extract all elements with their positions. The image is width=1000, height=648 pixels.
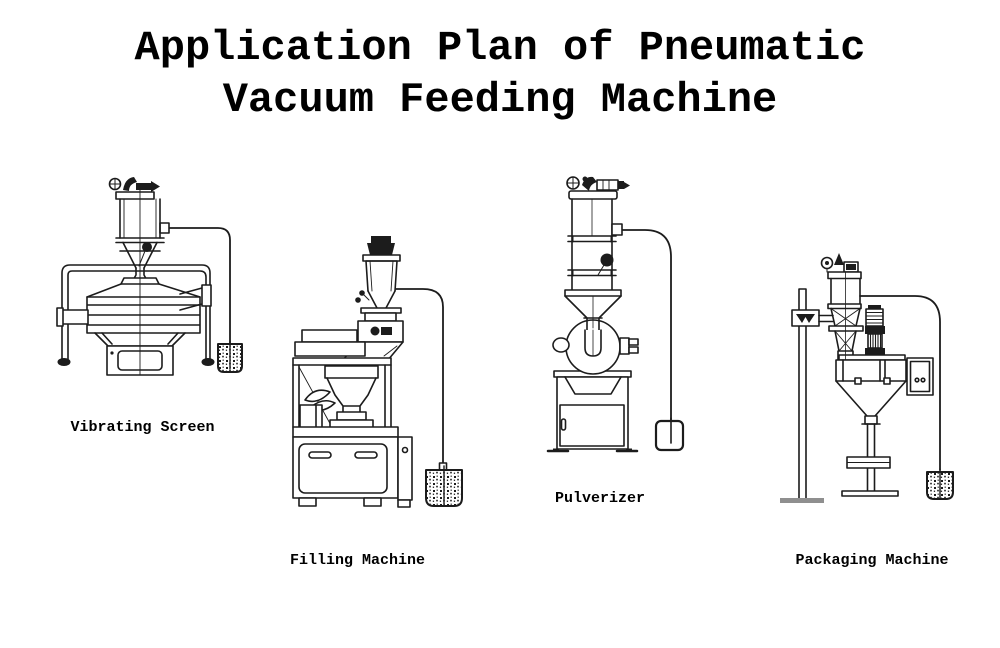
pulverizer-figure xyxy=(540,172,690,457)
packaging-machine-label: Packaging Machine xyxy=(795,552,949,569)
filling-machine-figure xyxy=(285,230,480,515)
vibrating-screen-illustration xyxy=(56,177,243,376)
packaging-machine-illustration xyxy=(780,253,954,503)
filling-machine-label: Filling Machine xyxy=(289,552,426,569)
filling-machine-illustration xyxy=(292,236,463,508)
packaging-machine-figure xyxy=(765,248,965,508)
vibrating-screen-figure xyxy=(50,170,250,385)
title-line-2: Vacuum Feeding Machine xyxy=(222,76,778,124)
vibrating-screen-label: Vibrating Screen xyxy=(70,419,215,436)
diagram-title: Application Plan of Pneumatic Vacuum Fee… xyxy=(0,22,1000,126)
pulverizer-illustration xyxy=(546,176,685,453)
title-line-1: Application Plan of Pneumatic xyxy=(134,24,866,72)
pulverizer-label: Pulverizer xyxy=(554,490,645,507)
